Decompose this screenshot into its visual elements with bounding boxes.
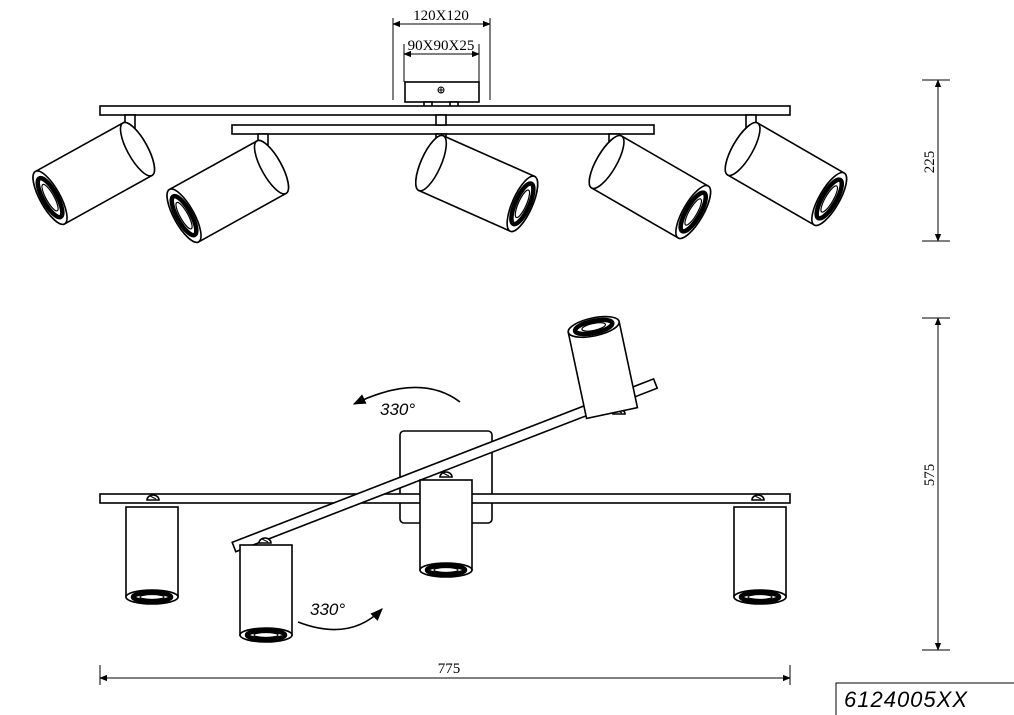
rotation-indicator-upper: 330°	[352, 386, 461, 419]
canopy-dimensions: 120X120 90X90X25	[392, 8, 491, 100]
spotlight-down-center	[420, 480, 472, 577]
model-number-box: 6124005XX	[835, 682, 1014, 715]
side-height-label: 225	[922, 151, 938, 174]
spotlight-down-2	[240, 545, 292, 642]
spotlight-side-1	[27, 118, 161, 229]
upper-bar	[99, 105, 791, 116]
spotlight-tilted	[567, 315, 639, 420]
width-label: 775	[438, 661, 461, 677]
spotlight-side-3	[410, 132, 544, 236]
side-height-dimension: 225	[922, 79, 950, 242]
spotlight-side-4	[583, 131, 717, 243]
spotlight-side-5	[719, 118, 853, 230]
width-dimension: 775	[99, 661, 791, 685]
rotation-indicator-lower: 330°	[297, 600, 383, 631]
front-height-label: 575	[922, 464, 938, 487]
front-view: 330° 330° 575 775	[99, 315, 950, 685]
rotation-upper-label: 330°	[380, 400, 415, 419]
front-height-dimension: 575	[922, 317, 950, 651]
canopy-outer-label: 120X120	[413, 8, 469, 24]
canopy-inner-label: 90X90X25	[408, 38, 475, 54]
rotation-lower-label: 330°	[310, 600, 345, 619]
model-number: 6124005XX	[844, 687, 968, 712]
canopy	[404, 81, 480, 108]
side-view: 120X120 90X90X25	[27, 8, 950, 247]
lower-bar	[231, 124, 655, 135]
spotlight-down-1	[126, 507, 178, 604]
spotlight-side-2	[161, 136, 295, 247]
spotlight-down-3	[734, 507, 786, 604]
